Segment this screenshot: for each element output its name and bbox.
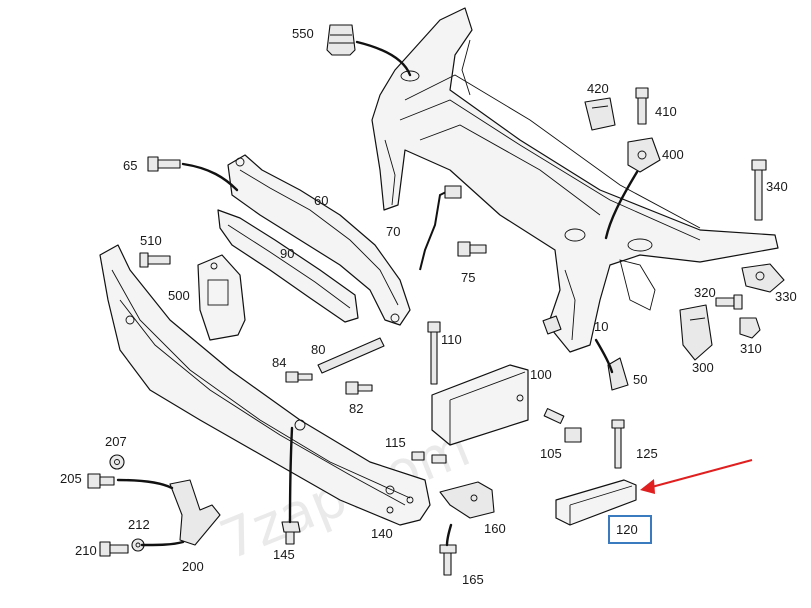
bracket-500[interactable] <box>197 254 246 341</box>
label-420[interactable]: 420 <box>587 81 609 96</box>
label-100[interactable]: 100 <box>530 367 552 382</box>
label-145[interactable]: 145 <box>273 547 295 562</box>
bolt-510[interactable] <box>139 252 171 268</box>
label-210[interactable]: 210 <box>75 543 97 558</box>
label-207[interactable]: 207 <box>105 434 127 449</box>
label-400[interactable]: 400 <box>662 147 684 162</box>
plug-550[interactable] <box>326 24 356 56</box>
label-75[interactable]: 75 <box>461 270 475 285</box>
reinforcement-bracket-60[interactable] <box>227 154 411 326</box>
red-pointer-arrow <box>640 459 753 494</box>
label-50[interactable]: 50 <box>633 372 647 387</box>
screw-165[interactable] <box>439 544 457 576</box>
clip-115[interactable] <box>411 451 447 464</box>
rod-80[interactable] <box>317 337 385 374</box>
nut-310[interactable] <box>739 317 761 339</box>
label-160[interactable]: 160 <box>484 521 506 536</box>
bolt-110[interactable] <box>427 321 441 385</box>
bracket-50[interactable] <box>607 357 629 391</box>
bolt-340[interactable] <box>751 159 767 221</box>
bolt-125[interactable] <box>611 419 625 469</box>
label-340[interactable]: 340 <box>766 179 788 194</box>
label-82[interactable]: 82 <box>349 401 363 416</box>
highlight-box-120 <box>608 515 652 544</box>
label-320[interactable]: 320 <box>694 285 716 300</box>
bolt-105[interactable] <box>543 408 582 443</box>
washer-207[interactable] <box>109 454 125 470</box>
bracket-200[interactable] <box>169 479 221 546</box>
bracket-160[interactable] <box>439 481 495 519</box>
label-212[interactable]: 212 <box>128 517 150 532</box>
bumper-beam-140[interactable] <box>99 244 431 526</box>
bolt-75[interactable] <box>457 241 487 257</box>
label-60[interactable]: 60 <box>314 193 328 208</box>
label-90[interactable]: 90 <box>280 246 294 261</box>
label-105[interactable]: 105 <box>540 446 562 461</box>
label-140[interactable]: 140 <box>371 526 393 541</box>
label-330[interactable]: 330 <box>775 289 797 304</box>
label-310[interactable]: 310 <box>740 341 762 356</box>
crash-box-120[interactable] <box>555 479 637 526</box>
label-84[interactable]: 84 <box>272 355 286 370</box>
label-120[interactable]: 120 <box>616 522 638 537</box>
label-300[interactable]: 300 <box>692 360 714 375</box>
bracket-100[interactable] <box>431 364 529 446</box>
label-80[interactable]: 80 <box>311 342 325 357</box>
bolt-410[interactable] <box>635 87 649 125</box>
label-510[interactable]: 510 <box>140 233 162 248</box>
bolt-210[interactable] <box>99 541 129 557</box>
bracket-330[interactable] <box>741 263 785 293</box>
screw-84[interactable] <box>285 371 313 383</box>
leader-lines <box>116 40 639 547</box>
label-410[interactable]: 410 <box>655 104 677 119</box>
clip-420[interactable] <box>584 97 616 131</box>
label-205[interactable]: 205 <box>60 471 82 486</box>
part-number-labels: 550 420 410 400 340 65 60 70 75 510 90 5… <box>60 26 797 587</box>
bolt-320[interactable] <box>715 294 743 310</box>
bolt-145[interactable] <box>281 521 301 545</box>
deflector-panel-90[interactable] <box>217 209 359 323</box>
cable-70[interactable] <box>419 185 462 271</box>
bracket-400[interactable] <box>627 137 661 173</box>
label-110[interactable]: 110 <box>441 332 462 347</box>
label-165[interactable]: 165 <box>462 572 484 587</box>
label-70[interactable]: 70 <box>386 224 400 239</box>
label-550[interactable]: 550 <box>292 26 314 41</box>
bracket-300[interactable] <box>679 304 713 361</box>
label-10[interactable]: 10 <box>594 319 608 334</box>
label-200[interactable]: 200 <box>182 559 204 574</box>
front-carrier-frame[interactable] <box>371 7 779 353</box>
label-115[interactable]: 115 <box>385 435 406 450</box>
label-65[interactable]: 65 <box>123 158 137 173</box>
bolt-205[interactable] <box>87 473 115 489</box>
label-500[interactable]: 500 <box>168 288 190 303</box>
bolt-65[interactable] <box>147 156 181 172</box>
label-125[interactable]: 125 <box>636 446 658 461</box>
screw-82[interactable] <box>345 381 373 395</box>
